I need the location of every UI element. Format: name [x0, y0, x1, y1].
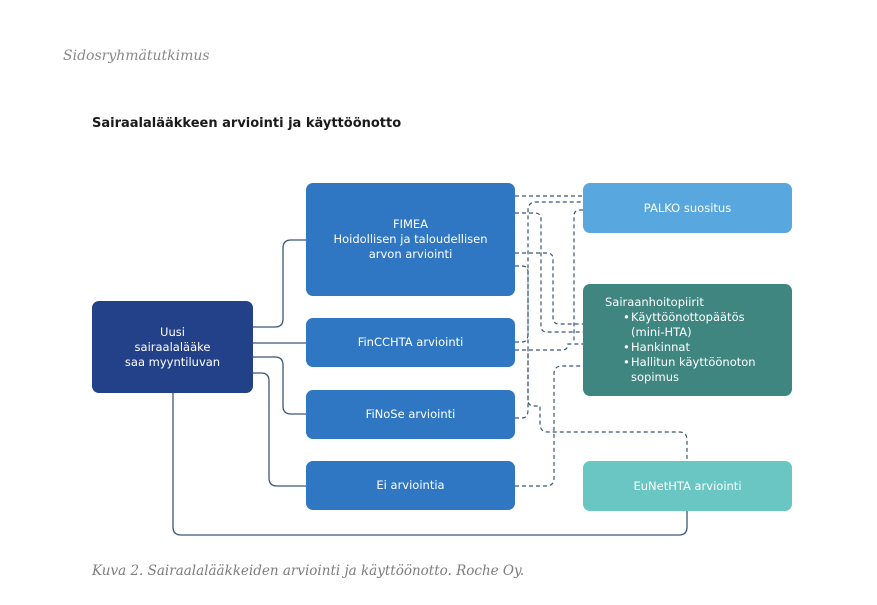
palko-label: PALKO suositus [643, 200, 732, 215]
connector-uusi-eunethta [172, 393, 688, 536]
figure-caption: Kuva 2. Sairaalalääkkeiden arviointi ja … [92, 563, 525, 579]
connector-fimea-sairaan-2 [515, 252, 583, 325]
connector-uusi-finose [253, 356, 306, 415]
finose-label: FiNoSe arviointi [365, 407, 456, 421]
connector-uusi-fimea [253, 239, 306, 328]
document-header: Sidosryhmätutkimus [63, 48, 210, 64]
figure-title: Sairaalalääkkeen arviointi ja käyttöönot… [92, 116, 402, 131]
hospital-districts-title: Sairaanhoitopiirit [605, 295, 704, 309]
fimea-label: FIMEA Hoidollisen ja taloudellisen arvon… [333, 217, 488, 261]
hospital-districts-item: Hallitun käyttöönoton sopimus [623, 355, 756, 385]
finose-box: FiNoSe arviointi [306, 390, 515, 439]
hospital-districts-item: Käyttöönottopäätös (mini-HTA) [623, 310, 756, 340]
hospital-districts-item: Hankinnat [623, 340, 756, 355]
fimea-box: FIMEA Hoidollisen ja taloudellisen arvon… [306, 183, 515, 296]
fincchta-label: FinCCHTA arviointi [357, 335, 464, 349]
no-assessment-label: Ei arviointia [376, 478, 445, 492]
connector-fincchta-palko [515, 201, 583, 343]
no-assessment-box: Ei arviointia [306, 461, 515, 510]
connector-fimea-sairaanhoitopiirit [515, 212, 583, 333]
connector-ei-sairaan [515, 365, 583, 487]
hospital-districts-box: Sairaanhoitopiirit Käyttöönottopäätös (m… [583, 284, 792, 396]
connector-sairaan-palko [573, 209, 583, 342]
new-drug-label: Uusi sairaalalääke saa myyntiluvan [124, 324, 221, 369]
eunethta-box: EuNetHTA arviointi [583, 461, 792, 511]
eunethta-label: EuNetHTA arviointi [633, 478, 742, 493]
connector-fincchta-sairaan [515, 343, 583, 351]
connector-fimea-eunethta [515, 265, 688, 461]
connector-finose-palko [515, 350, 529, 419]
new-drug-box: Uusi sairaalalääke saa myyntiluvan [92, 301, 253, 393]
palko-box: PALKO suositus [583, 183, 792, 233]
fincchta-box: FinCCHTA arviointi [306, 318, 515, 367]
connector-uusi-ei [253, 372, 306, 487]
